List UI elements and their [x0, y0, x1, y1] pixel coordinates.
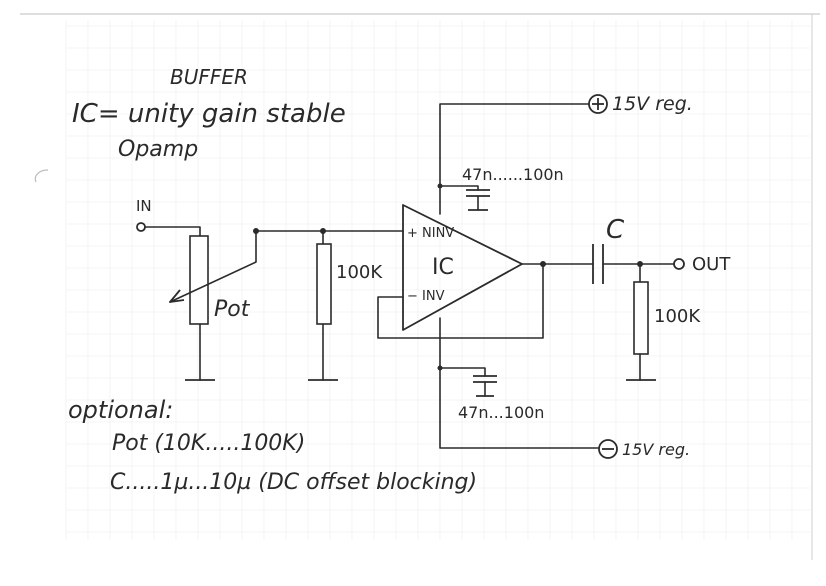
output-terminal — [673, 258, 685, 270]
bottom-cap-wire — [439, 367, 486, 377]
notes-pot: Pot (10K.....100K) — [112, 431, 305, 456]
ic-label: IC — [432, 255, 454, 280]
rin-label: 100K — [336, 262, 383, 283]
pos-supply-label: 15V reg. — [612, 93, 693, 115]
pos-supply-terminal — [588, 94, 608, 114]
notes-heading: optional: — [68, 396, 173, 424]
top-cap-junction — [437, 183, 443, 189]
subtitle-line-1: IC= unity gain stable — [72, 99, 346, 129]
rin-resistor — [316, 243, 332, 325]
title: BUFFER — [170, 65, 248, 89]
notes-cap: C.....1µ...10µ (DC offset blocking) — [110, 470, 477, 495]
pot-wiper — [169, 231, 257, 303]
neg-supply-label: 15V reg. — [622, 440, 690, 459]
rout-resistor — [633, 281, 649, 355]
neg-supply-terminal — [598, 439, 618, 459]
inv-label: − INV — [407, 289, 445, 304]
potentiometer-body — [189, 235, 209, 325]
bottom-cap-junction — [437, 365, 443, 371]
opamp-triangle — [402, 204, 523, 331]
binder-hole-mark — [34, 169, 49, 183]
subtitle-line-2: Opamp — [118, 137, 198, 162]
input-wire — [144, 226, 201, 237]
in-label: IN — [136, 197, 152, 215]
neg-supply-wire — [439, 317, 599, 449]
top-cap-wire — [439, 185, 479, 191]
grid-paper — [65, 20, 810, 540]
pos-supply-wire — [439, 103, 589, 215]
pot-label: Pot — [214, 297, 251, 322]
top-cap-label: 47n......100n — [462, 165, 564, 184]
feedback-wire — [377, 263, 544, 339]
bottom-cap-label: 47n...100n — [458, 403, 544, 422]
rout-label: 100K — [654, 306, 701, 327]
coupling-cap-label: C — [606, 215, 625, 245]
ninv-label: + NINV — [407, 226, 454, 241]
out-label: OUT — [692, 254, 731, 275]
wiper-arrow-icon — [169, 289, 185, 303]
